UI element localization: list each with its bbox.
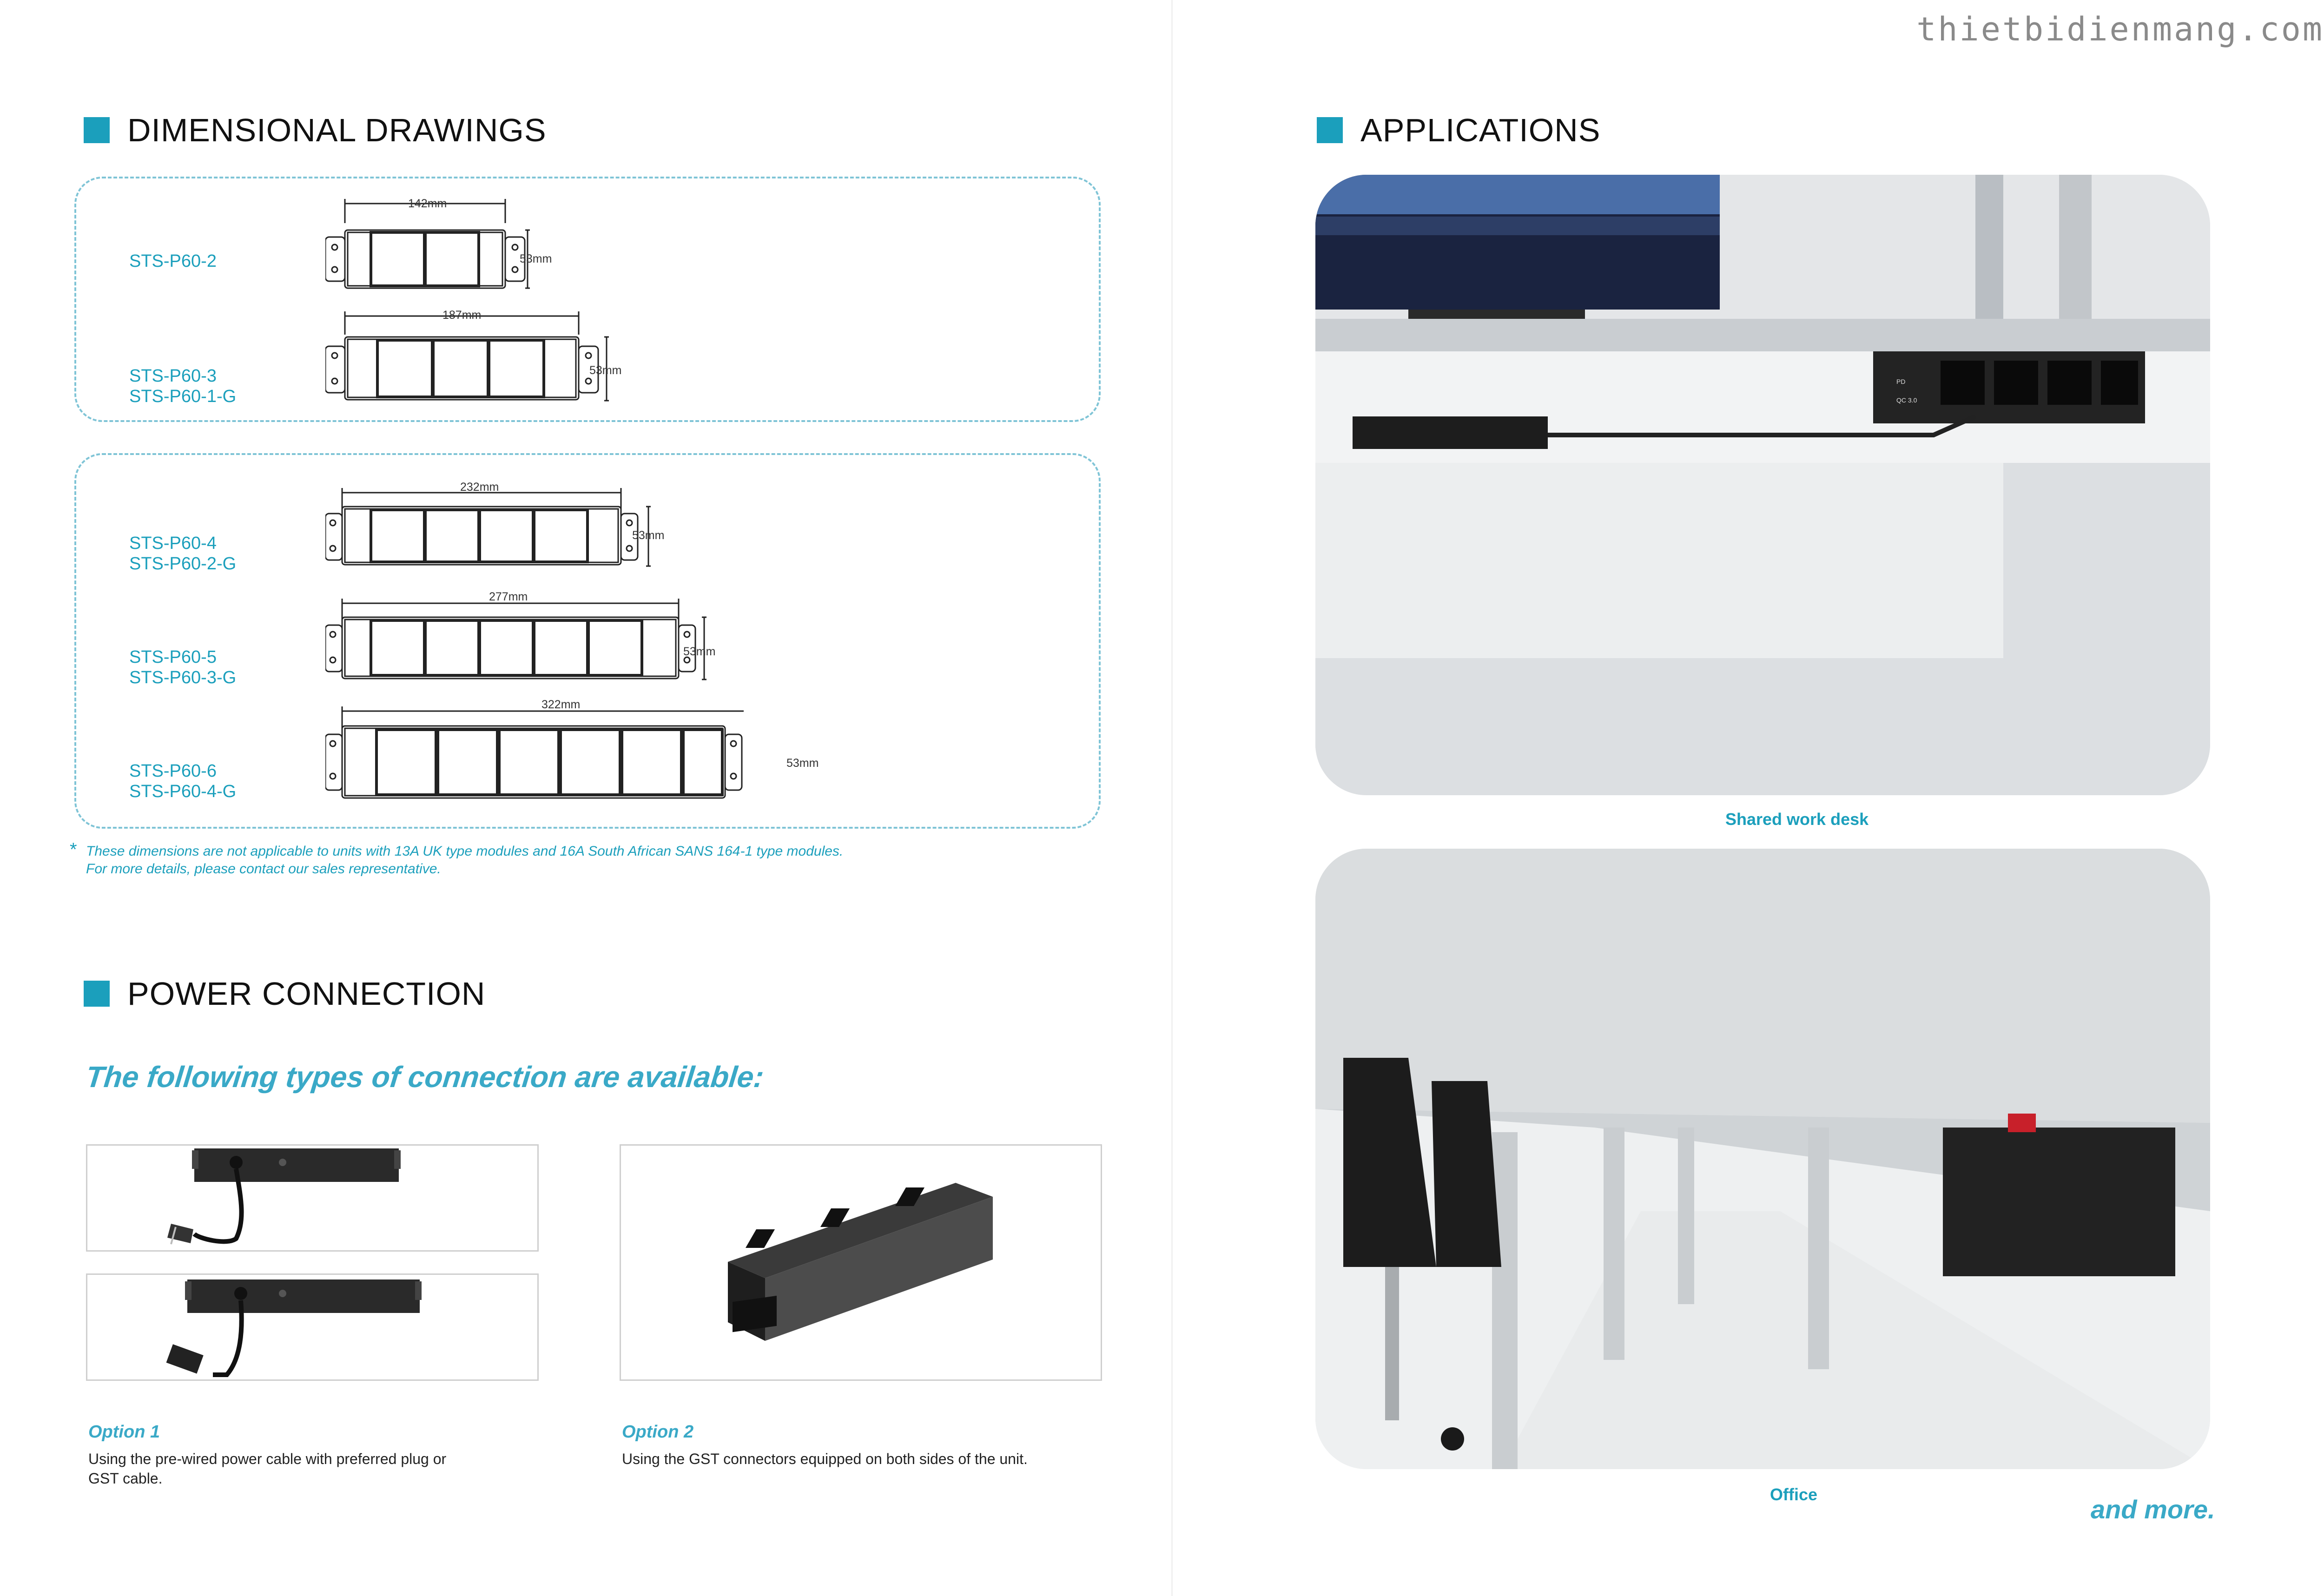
dimensional-header: DIMENSIONAL DRAWINGS xyxy=(84,112,547,149)
section-square-icon xyxy=(84,981,110,1007)
power-strip-3d-illustration xyxy=(728,1183,993,1341)
dimension-group-box-2 xyxy=(74,453,1101,829)
power-strip-photo xyxy=(1943,1128,2175,1276)
width-label: 142mm xyxy=(408,197,447,210)
dimension-group-box-1 xyxy=(74,177,1101,422)
desk-scene-illustration: PD QC 3.0 xyxy=(1315,175,2210,795)
power-strip-plug-illustration xyxy=(167,1148,401,1245)
socket-label-pd: PD xyxy=(1896,378,1905,385)
height-label: 53mm xyxy=(520,252,552,265)
height-label: 53mm xyxy=(632,529,665,542)
power-strip-drawing-5 xyxy=(325,599,706,680)
width-label: 277mm xyxy=(489,590,528,603)
caption-shared-work-desk: Shared work desk xyxy=(1725,810,1869,829)
applications-header: APPLICATIONS xyxy=(1317,112,1600,149)
section-square-icon xyxy=(1317,117,1343,143)
connection-subtitle: The following types of connection are av… xyxy=(84,1060,766,1094)
height-label: 53mm xyxy=(786,757,819,770)
power-strip-drawing-3 xyxy=(325,311,609,402)
power-strip-drawing-4 xyxy=(325,488,651,567)
watermark: thietbidienmang.com xyxy=(1916,10,2324,48)
applications-title: APPLICATIONS xyxy=(1360,112,1601,148)
power-strip-gst-illustration xyxy=(166,1279,422,1377)
office-scene-illustration xyxy=(1315,849,2210,1469)
caption-office: Office xyxy=(1770,1485,1818,1504)
option2-image-gst-connector xyxy=(620,1144,1102,1381)
power-strip-drawing-2 xyxy=(325,199,530,289)
option2-label: Option 2 xyxy=(622,1422,694,1442)
option2-description: Using the GST connectors equipped on bot… xyxy=(622,1451,1028,1467)
office-image xyxy=(1315,849,2210,1469)
option1-image-plug xyxy=(86,1144,539,1252)
asterisk-icon: * xyxy=(70,839,77,860)
dimensional-title: DIMENSIONAL DRAWINGS xyxy=(127,112,547,148)
dimension-note-line-2: For more details, please contact our sal… xyxy=(86,861,441,877)
width-label: 322mm xyxy=(541,698,581,711)
adapter-box-photo xyxy=(1353,416,1548,449)
width-label: 232mm xyxy=(460,481,499,494)
power-header: POWER CONNECTION xyxy=(84,975,485,1012)
dimension-note-line-1: These dimensions are not applicable to u… xyxy=(86,844,844,859)
section-square-icon xyxy=(84,117,110,143)
socket-label-qc: QC 3.0 xyxy=(1896,396,1917,404)
width-label: 187mm xyxy=(442,309,482,322)
and-more-text: and more. xyxy=(2091,1495,2215,1524)
power-strip-drawing-6 xyxy=(325,706,744,799)
dimension-drawings xyxy=(325,199,744,799)
option1-label: Option 1 xyxy=(88,1422,160,1442)
option1-image-gst xyxy=(86,1273,539,1381)
model-label: STS-P60-2 xyxy=(129,251,217,271)
shared-work-desk-image: PD QC 3.0 xyxy=(1315,175,2210,795)
height-label: 53mm xyxy=(589,364,622,377)
height-label: 53mm xyxy=(683,645,716,658)
page-divider xyxy=(1171,0,1173,1596)
power-title: POWER CONNECTION xyxy=(127,976,486,1012)
option1-description: Using the pre-wired power cable with pre… xyxy=(88,1451,447,1487)
